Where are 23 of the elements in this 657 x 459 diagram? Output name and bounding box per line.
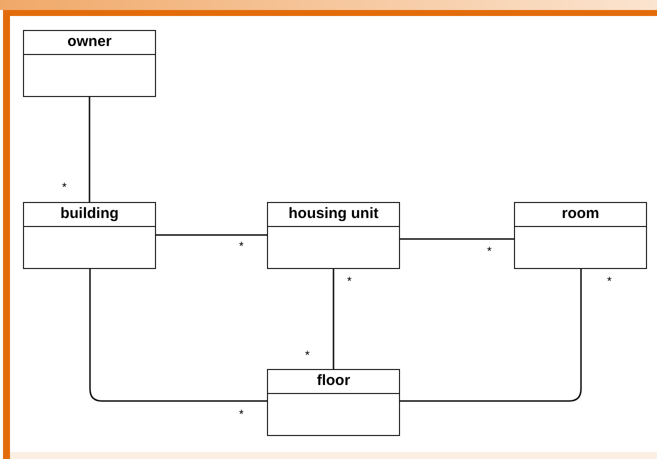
class-box bbox=[267, 202, 400, 269]
association-line bbox=[400, 238, 514, 240]
class-name: building bbox=[60, 205, 119, 223]
class-name: owner bbox=[67, 33, 112, 51]
multiplicity-label: * bbox=[305, 349, 310, 361]
multiplicity-label: * bbox=[487, 245, 492, 257]
association-line bbox=[400, 269, 582, 402]
class-name: room bbox=[562, 205, 600, 223]
association-line bbox=[89, 269, 267, 402]
class-box bbox=[514, 202, 647, 269]
multiplicity-label: * bbox=[62, 181, 67, 193]
class-box bbox=[23, 202, 156, 269]
multiplicity-label: * bbox=[239, 240, 244, 252]
class-box bbox=[267, 369, 400, 436]
association-line bbox=[156, 234, 267, 236]
class-name: floor bbox=[316, 372, 350, 390]
class-name: housing unit bbox=[288, 205, 378, 223]
multiplicity-label: * bbox=[607, 275, 612, 287]
multiplicity-label: * bbox=[347, 275, 352, 287]
association-line bbox=[332, 269, 334, 369]
association-line bbox=[88, 97, 90, 202]
multiplicity-label: * bbox=[239, 408, 244, 420]
class-box bbox=[23, 30, 156, 97]
